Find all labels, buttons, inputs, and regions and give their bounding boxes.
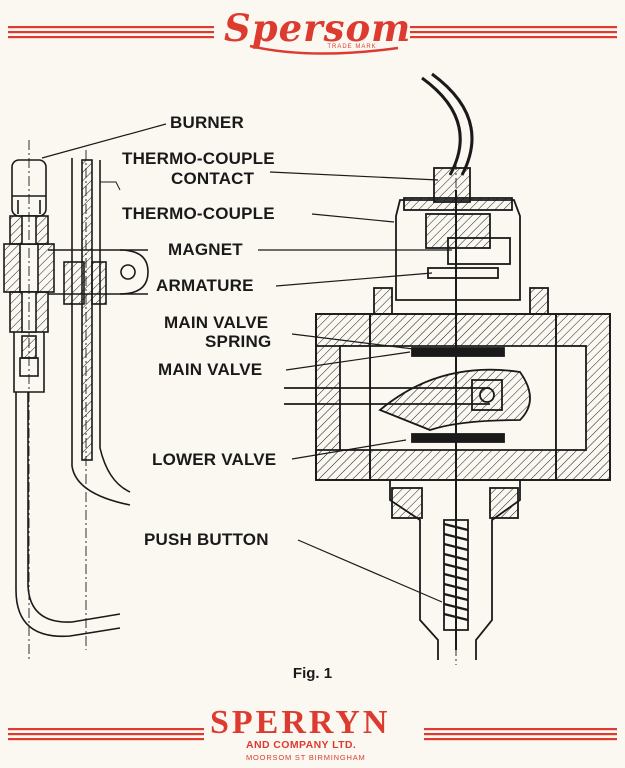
figure-caption: Fig. 1 [292, 665, 333, 682]
company-address: MOORSOM ST BIRMINGHAM [246, 753, 366, 762]
spersom-logo: Spersom TRADE MARK [224, 6, 412, 58]
label-burner: BURNER [170, 113, 244, 132]
label-thermocouple-contact-line2: CONTACT [171, 169, 255, 188]
footer-banner: SPERRYN AND COMPANY LTD. MOORSOM ST BIRM… [0, 702, 625, 766]
label-thermocouple-contact-line1: THERMO-COUPLE [122, 149, 275, 168]
company-line1: AND COMPANY LTD. [246, 739, 357, 751]
leader-lines [41, 123, 452, 603]
company-name: SPERRYN [210, 704, 391, 741]
main-valve-assembly [284, 72, 611, 665]
header-banner: Spersom TRADE MARK [0, 2, 625, 64]
footer-stripes [8, 728, 617, 741]
label-armature: ARMATURE [156, 276, 254, 295]
label-push-button: PUSH BUTTON [144, 530, 269, 549]
label-thermocouple: THERMO-COUPLE [122, 204, 275, 223]
label-main-valve-spring-line2: SPRING [205, 332, 272, 351]
label-lower-valve: LOWER VALVE [152, 450, 277, 469]
label-magnet: MAGNET [168, 240, 243, 259]
header-stripes [8, 26, 617, 55]
logo-text: Spersom [224, 6, 412, 50]
label-main-valve-spring-line1: MAIN VALVE [164, 313, 269, 332]
label-main-valve: MAIN VALVE [158, 360, 263, 379]
pilot-burner-assembly [3, 140, 149, 660]
trade-mark-text: TRADE MARK [327, 44, 377, 50]
